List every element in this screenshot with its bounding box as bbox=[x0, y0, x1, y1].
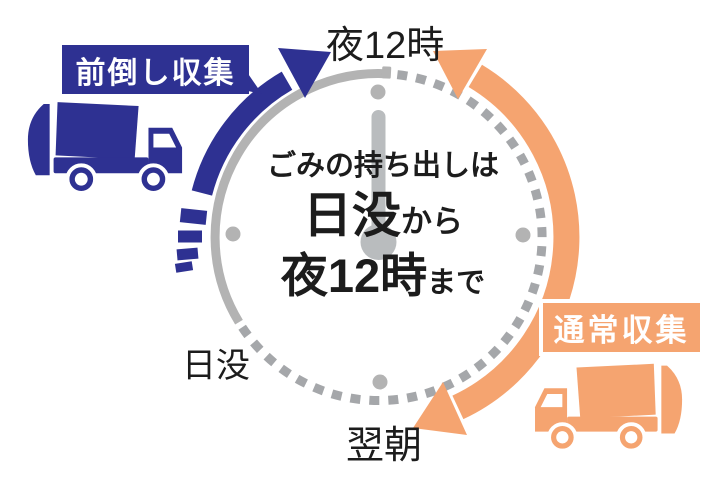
clock-hand-pivot bbox=[360, 224, 397, 260]
garbage-truck-icon bbox=[535, 363, 683, 453]
midnight-label: 夜12時 bbox=[326, 25, 445, 67]
center-message-line2: 日没 から bbox=[253, 190, 513, 242]
clock-dashed-arc bbox=[235, 69, 547, 406]
normal-arrowhead-top bbox=[433, 49, 487, 99]
clock-hand bbox=[371, 110, 386, 242]
garbage-truck-icon bbox=[27, 102, 183, 195]
center-message-line3: 夜12時 まで bbox=[253, 250, 513, 302]
clock-hour-dots bbox=[225, 84, 531, 390]
center-message: ごみの持ち出しは 日没 から 夜12時 まで bbox=[253, 150, 513, 302]
clock-arc-endcap bbox=[381, 66, 392, 79]
sunset-label: 日没 bbox=[182, 347, 250, 385]
normal-collection-arrow bbox=[413, 49, 580, 435]
center-until-text: まで bbox=[427, 267, 486, 299]
center-message-line1: ごみの持ち出しは bbox=[266, 150, 499, 182]
center-from-text: から bbox=[401, 204, 463, 239]
next-morning-label: 翌朝 bbox=[346, 425, 423, 467]
early-arrowhead bbox=[278, 48, 331, 98]
early-collection-tag-label: 前倒し収集 bbox=[75, 56, 236, 90]
early-collection-tag: 前倒し収集 bbox=[62, 45, 249, 94]
center-sunset-text: 日没 bbox=[302, 189, 401, 243]
normal-collection-tag-label: 通常収集 bbox=[553, 313, 690, 348]
normal-arrowhead-bottom bbox=[413, 382, 467, 435]
clock-solid-arc bbox=[210, 69, 386, 325]
normal-collection-tag: 通常収集 bbox=[539, 299, 704, 356]
center-midnight-text: 夜12時 bbox=[280, 249, 428, 302]
